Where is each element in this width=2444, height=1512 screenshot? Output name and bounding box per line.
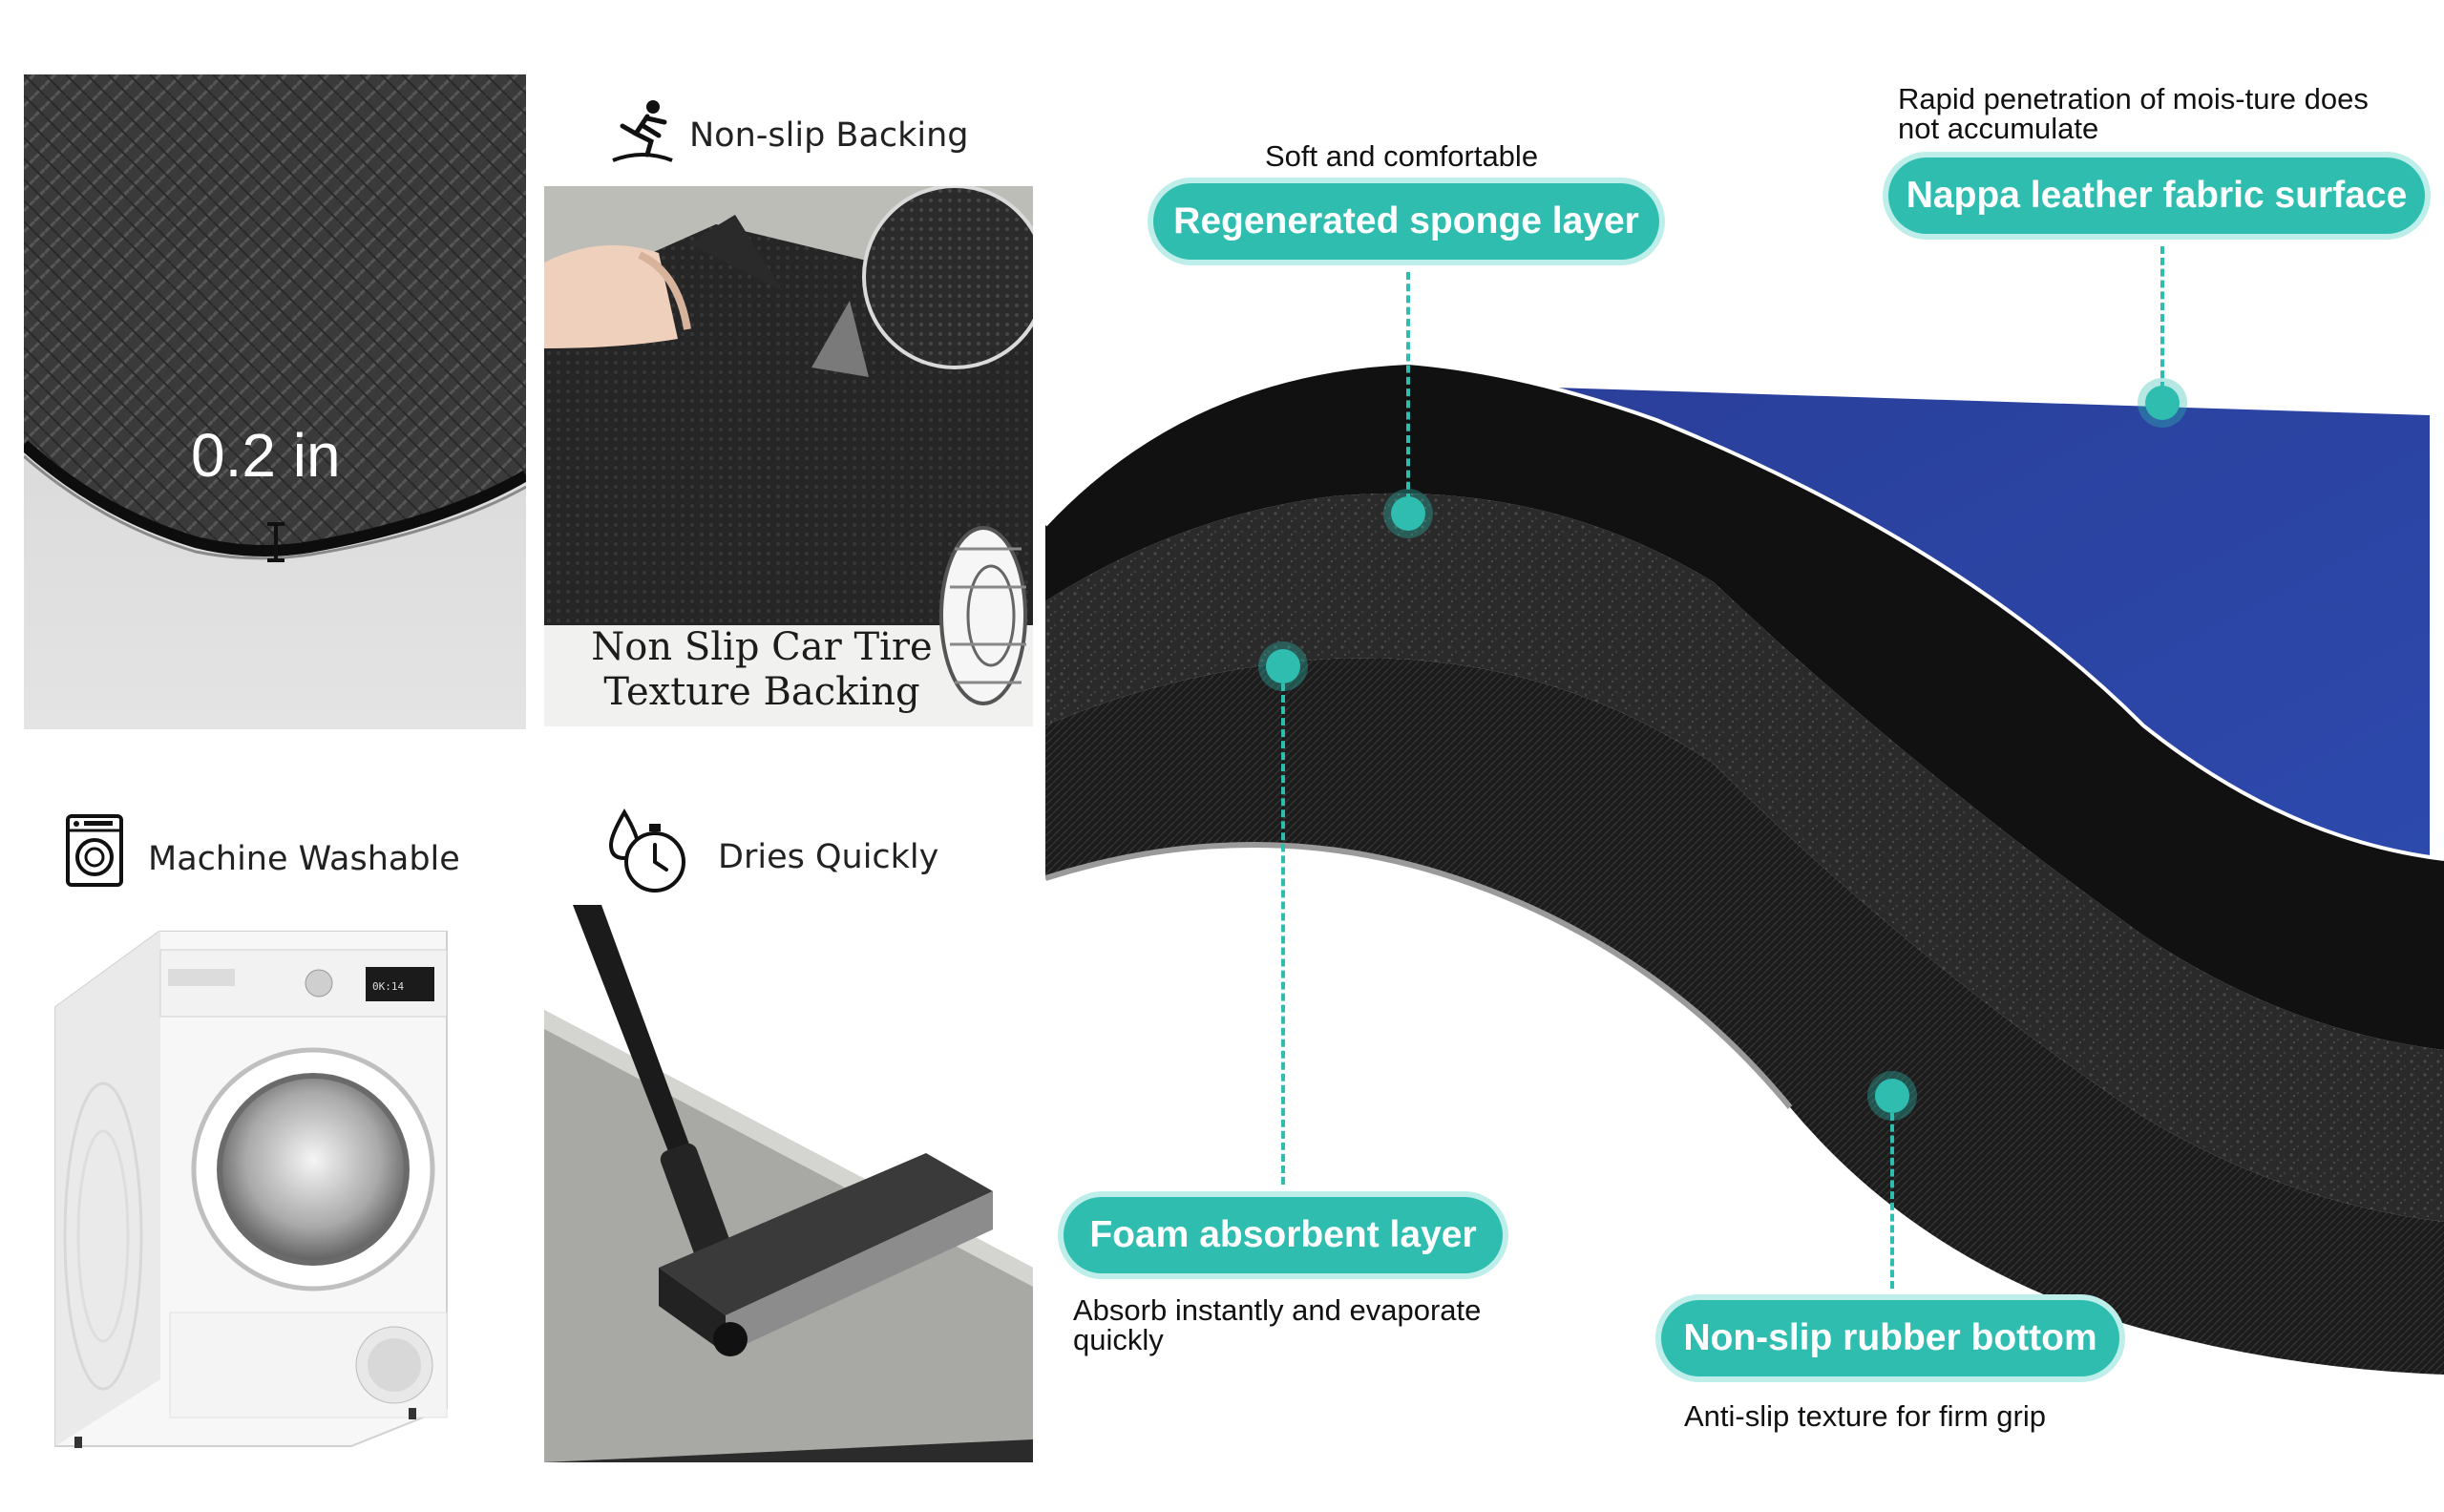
foam-marker <box>1266 649 1300 683</box>
timer-drop-icon <box>608 808 685 892</box>
rubber-leader-line <box>1890 1113 1894 1289</box>
mat-backing-illustration <box>544 186 1033 726</box>
nappa-note-line-1: Rapid penetration of mois-ture does <box>1898 82 2369 116</box>
washer-illustration: 0K:14 <box>54 931 448 1448</box>
nappa-note-line-2: not accumulate <box>1898 112 2099 145</box>
sponge-leader-line <box>1406 272 1410 501</box>
dries-title: Dries Quickly <box>718 838 939 876</box>
sponge-marker <box>1391 496 1425 531</box>
slip-person-icon <box>612 100 673 162</box>
rubber-marker <box>1875 1079 1909 1113</box>
washable-title: Machine Washable <box>148 840 460 878</box>
washer-panel: 0K:14 <box>46 931 466 1451</box>
thickness-label: 0.2 in <box>191 421 341 490</box>
tire-caption-line-2: Texture Backing <box>603 670 920 714</box>
nonslip-panel: Non Slip Car Tire Texture Backing <box>544 186 1033 726</box>
rubber-note: Anti-slip texture for firm grip <box>1684 1399 2046 1433</box>
thickness-marker-icon <box>267 522 284 562</box>
foam-leader-line <box>1281 683 1285 1185</box>
nappa-note: Rapid penetration of mois-ture does not … <box>1898 84 2369 143</box>
nappa-leader-line <box>2160 246 2164 389</box>
rubber-layer-label: Non-slip rubber bottom <box>1661 1300 2119 1376</box>
foam-note: Absorb instantly and evaporate quickly <box>1073 1295 1481 1354</box>
washing-machine-icon <box>66 814 123 887</box>
sponge-layer-label: Regenerated sponge layer <box>1153 183 1659 260</box>
tire-caption-line-1: Non Slip Car Tire <box>591 625 933 669</box>
mat-edge-closeup <box>24 74 526 729</box>
vacuum-panel <box>544 905 1033 1462</box>
foam-note-line-1: Absorb instantly and evaporate <box>1073 1293 1482 1327</box>
tire-caption: Non Slip Car Tire Texture Backing <box>561 625 962 715</box>
nappa-marker <box>2145 386 2180 420</box>
washer-display: 0K:14 <box>372 980 404 993</box>
nonslip-title: Non-slip Backing <box>689 116 969 155</box>
foam-note-line-2: quickly <box>1073 1323 1164 1356</box>
vacuum-mat-illustration <box>544 905 1033 1462</box>
thickness-panel: 0.2 in <box>24 74 526 729</box>
nappa-layer-label: Nappa leather fabric surface <box>1888 158 2425 234</box>
sponge-note: Soft and comfortable <box>1265 139 1539 173</box>
foam-layer-label: Foam absorbent layer <box>1064 1197 1503 1273</box>
